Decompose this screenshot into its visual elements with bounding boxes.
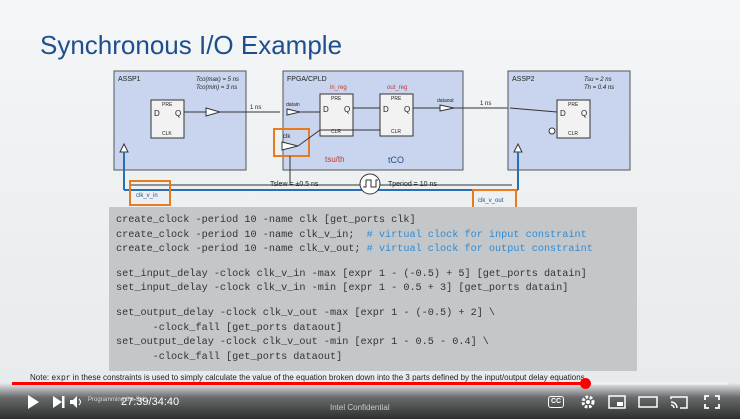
time-display: 27:39 / 34:40 (121, 396, 180, 408)
captions-icon: CC (548, 396, 565, 408)
sdc-code-block: create_clock -period 10 -name clk [get_p… (109, 207, 637, 371)
code-line: create_clock -period 10 -name clk_v_out;… (116, 244, 593, 256)
delay-right: 1 ns (480, 101, 491, 107)
fpga-title: FPGA/CPLD (287, 76, 327, 83)
svg-text:D: D (323, 105, 329, 114)
player-controls (0, 383, 740, 419)
theater-mode-icon (638, 396, 658, 408)
out-reg-flipflop (379, 93, 414, 137)
assp1-tco-max: Tco(max) = 5 ns (196, 77, 239, 83)
tslew-label: Tslew = ±0.5 ns (270, 181, 319, 188)
clk-v-in-label: clk_v_in (136, 193, 158, 199)
svg-text:Q: Q (344, 105, 350, 114)
chapter-title[interactable]: Programming the Sol... (88, 397, 150, 403)
svg-text:PRE: PRE (162, 102, 173, 108)
theater-button[interactable] (638, 392, 658, 412)
assp2-th: Th = 0.4 ns (584, 85, 614, 91)
svg-text:PRE: PRE (331, 96, 342, 102)
play-icon (28, 395, 39, 409)
assp2-tsu: Tsu = 2 ns (584, 77, 612, 83)
code-line: -clock_fall [get_ports dataout] (116, 351, 343, 363)
progress-scrubber[interactable] (579, 378, 591, 389)
code-line: create_clock -period 10 -name clk_v_in; … (116, 229, 587, 241)
dataout-buffer (439, 104, 455, 112)
clk-v-in-highlight (129, 180, 171, 206)
svg-text:D: D (154, 109, 160, 118)
assp1-title: ASSP1 (118, 76, 141, 83)
tco-label: tCO (388, 155, 404, 165)
cast-button[interactable] (670, 392, 688, 412)
fullscreen-icon (704, 395, 720, 409)
captions-button[interactable]: CC (548, 392, 565, 412)
code-line: set_output_delay -clock clk_v_out -min [… (116, 337, 489, 349)
progress-fill (12, 382, 585, 385)
svg-text:D: D (383, 105, 389, 114)
volume-icon (70, 396, 81, 408)
cast-icon (670, 396, 688, 409)
svg-text:D: D (560, 109, 566, 118)
progress-bar[interactable] (12, 378, 728, 389)
clk-buffer (281, 141, 299, 151)
out-reg-label: out_reg (387, 85, 407, 91)
datain-buffer (286, 108, 301, 116)
fullscreen-button[interactable] (704, 392, 720, 412)
svg-text:CLR: CLR (568, 131, 578, 137)
confidential-label: Intel Confidential (330, 403, 390, 412)
assp1-flipflop (150, 99, 185, 139)
miniplayer-button[interactable] (608, 392, 626, 412)
next-button[interactable] (52, 392, 66, 412)
svg-text:Q: Q (581, 109, 587, 118)
miniplayer-icon (608, 395, 626, 409)
slide-note: Note: expr in these constraints is used … (30, 373, 585, 383)
clk-highlight (273, 128, 310, 157)
svg-text:Q: Q (175, 109, 181, 118)
settings-button[interactable] (580, 392, 596, 412)
clk-v-out-label: clk_v_out (478, 198, 504, 204)
svg-text:PRE: PRE (391, 96, 402, 102)
code-line: set_input_delay -clock clk_v_in -max [ex… (116, 268, 587, 280)
in-reg-flipflop (319, 93, 354, 137)
tsu-th-label: tsu/th (325, 155, 345, 164)
svg-text:Q: Q (404, 105, 410, 114)
slide-title: Synchronous I/O Example (40, 30, 343, 60)
assp2-title: ASSP2 (512, 76, 535, 83)
fpga-box (282, 70, 464, 171)
clk-label: clk (283, 134, 291, 140)
skip-next-icon (53, 396, 65, 408)
delay-left: 1 ns (250, 105, 261, 111)
datain-label: datain (286, 102, 300, 108)
clock-source (359, 173, 381, 195)
code-line: -clock_fall [get_ports dataout] (116, 322, 343, 334)
svg-text:CLR: CLR (391, 129, 401, 135)
assp1-tco-min: Tco(min) = 3 ns (196, 85, 237, 91)
code-line: set_input_delay -clock clk_v_in -min [ex… (116, 283, 569, 295)
code-line: set_output_delay -clock clk_v_out -max [… (116, 307, 496, 319)
dataout-label: dataout (437, 98, 454, 104)
svg-text:PRE: PRE (568, 102, 579, 108)
volume-button[interactable] (69, 392, 85, 412)
gear-icon (581, 395, 595, 409)
svg-text:CLK: CLK (162, 131, 172, 137)
in-reg-label: in_reg (330, 85, 347, 91)
tperiod-label: Tperiod = 10 ns (388, 181, 437, 188)
code-line: create_clock -period 10 -name clk [get_p… (116, 215, 416, 226)
play-button[interactable] (26, 392, 40, 412)
assp2-flipflop (556, 99, 591, 139)
svg-text:CLR: CLR (331, 129, 341, 135)
io-diagram: ASSP1 Tco(max) = 5 ns Tco(min) = 3 ns PR… (113, 70, 631, 209)
